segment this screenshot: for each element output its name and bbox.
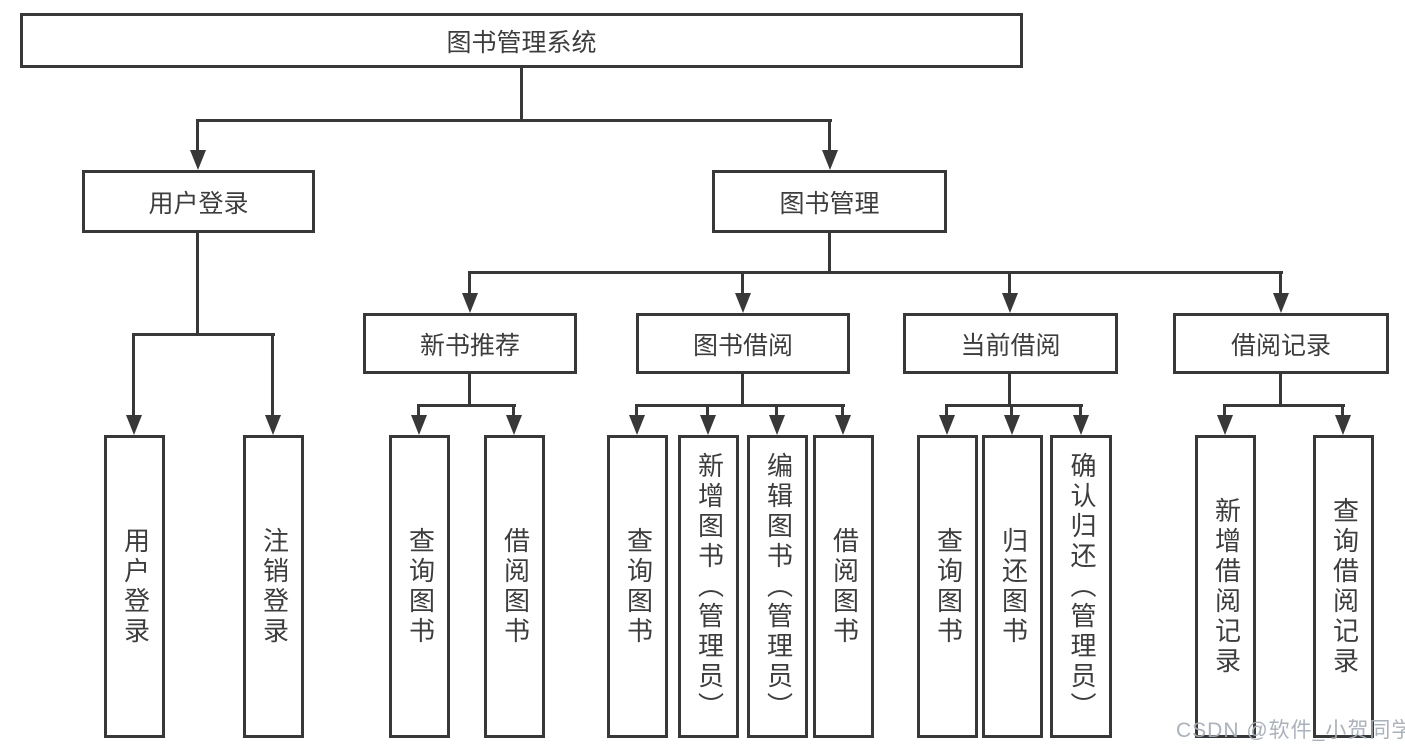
leaf-logout: 注销登录	[243, 435, 304, 738]
connector-line	[635, 404, 845, 407]
arrowhead	[939, 415, 955, 435]
connector-line	[828, 119, 831, 152]
connector-line	[945, 404, 948, 418]
connector-line	[1010, 404, 1013, 418]
connector-line	[468, 271, 1283, 274]
leaf-search-books-borrow: 查询图书	[607, 435, 668, 738]
node-label: 借阅图书	[500, 526, 531, 647]
node-label: 新增图书（管理员）	[694, 451, 725, 722]
arrowhead	[629, 415, 645, 435]
node-label: 用户登录	[120, 526, 151, 647]
node-label: 归还图书	[998, 526, 1029, 647]
connector-line	[417, 404, 516, 407]
node-label: 图书管理系统	[446, 28, 597, 57]
arrowhead	[506, 415, 522, 435]
arrowhead	[835, 415, 851, 435]
connector-line	[512, 404, 515, 418]
leaf-borrow-books: 借阅图书	[813, 435, 874, 738]
arrowhead	[822, 150, 838, 170]
node-label: 用户登录	[148, 189, 249, 218]
node-library-management-system: 图书管理系统	[20, 13, 1023, 68]
node-label: 当前借阅	[960, 331, 1061, 360]
connector-line	[417, 404, 420, 418]
node-label: 查询图书	[933, 526, 964, 647]
arrowhead	[126, 415, 142, 435]
node-label: 查询图书	[623, 526, 654, 647]
node-label: 确认归还（管理员）	[1066, 451, 1097, 722]
leaf-return-books: 归还图书	[982, 435, 1043, 738]
leaf-search-borrow-record: 查询借阅记录	[1313, 435, 1374, 738]
connector-line	[635, 404, 638, 418]
arrowhead	[265, 415, 281, 435]
leaf-add-books-admin: 新增图书（管理员）	[678, 435, 739, 738]
node-borrowing-records: 借阅记录	[1173, 313, 1389, 374]
arrowhead	[1073, 415, 1089, 435]
node-label: 查询图书	[405, 526, 436, 647]
connector-line	[1279, 372, 1282, 406]
arrowhead	[1002, 293, 1018, 313]
connector-line	[468, 271, 471, 295]
leaf-confirm-return-admin: 确认归还（管理员）	[1050, 435, 1112, 738]
arrowhead	[1004, 415, 1020, 435]
connector-line	[271, 333, 274, 418]
arrowhead	[700, 415, 716, 435]
arrowhead	[1273, 293, 1289, 313]
connector-line	[1079, 404, 1082, 418]
connector-line	[1341, 404, 1344, 418]
connector-line	[132, 333, 135, 418]
connector-line	[706, 404, 709, 418]
arrowhead	[735, 293, 751, 313]
node-new-book-recommendation: 新书推荐	[363, 313, 577, 374]
arrowhead	[769, 415, 785, 435]
connector-line	[741, 271, 744, 295]
connector-line	[196, 231, 199, 335]
leaf-search-books-recommend: 查询图书	[389, 435, 450, 738]
arrowhead	[411, 415, 427, 435]
node-label: 借阅图书	[829, 526, 860, 647]
watermark: CSDN @软件_小贺同学	[1176, 719, 1405, 742]
connector-line	[468, 372, 471, 406]
node-label: 编辑图书（管理员）	[763, 451, 794, 722]
node-current-borrowing: 当前借阅	[903, 313, 1118, 374]
node-label: 借阅记录	[1230, 331, 1331, 360]
connector-line	[196, 119, 199, 152]
leaf-add-borrow-record: 新增借阅记录	[1195, 435, 1256, 738]
node-label: 查询借阅记录	[1329, 496, 1360, 677]
connector-line	[1223, 404, 1345, 407]
leaf-search-books-current: 查询图书	[917, 435, 978, 738]
connector-line	[828, 231, 831, 273]
node-book-borrowing: 图书借阅	[636, 313, 850, 374]
arrowhead	[1335, 415, 1351, 435]
connector-line	[1008, 271, 1011, 295]
node-label: 图书借阅	[692, 331, 793, 360]
node-label: 新增借阅记录	[1211, 496, 1242, 677]
node-label: 新书推荐	[419, 331, 520, 360]
connector-line	[196, 119, 832, 122]
connector-line	[132, 333, 275, 336]
connector-line	[741, 372, 744, 406]
arrowhead	[462, 293, 478, 313]
connector-line	[1223, 404, 1226, 418]
leaf-borrow-books-recommend: 借阅图书	[484, 435, 545, 738]
leaf-user-login: 用户登录	[104, 435, 165, 738]
node-label: 注销登录	[259, 526, 290, 647]
connector-line	[520, 66, 523, 121]
connector-line	[1008, 372, 1011, 406]
node-user-login: 用户登录	[82, 170, 315, 233]
node-label: 图书管理	[779, 189, 880, 218]
leaf-edit-books-admin: 编辑图书（管理员）	[747, 435, 808, 738]
connector-line	[1279, 271, 1282, 295]
connector-line	[945, 404, 1083, 407]
connector-line	[841, 404, 844, 418]
arrowhead	[190, 150, 206, 170]
arrowhead	[1217, 415, 1233, 435]
node-book-management: 图书管理	[712, 170, 947, 233]
connector-line	[775, 404, 778, 418]
